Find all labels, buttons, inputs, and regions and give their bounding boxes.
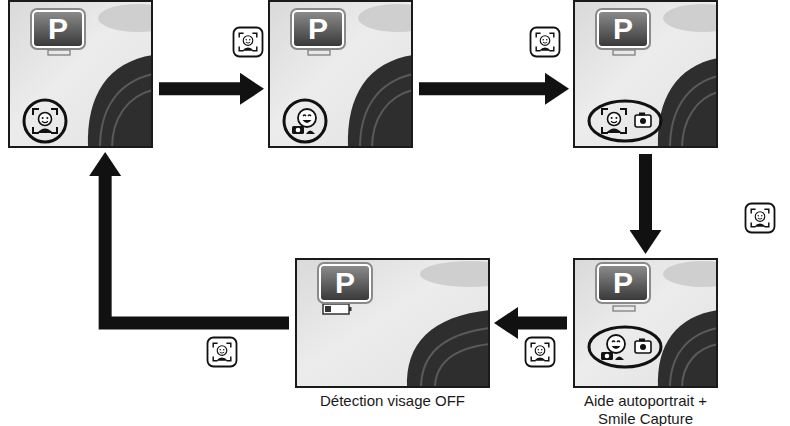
screen-frame: P: [295, 258, 490, 388]
flow-arrow: [105, 176, 289, 323]
smile-capture-icon: [601, 335, 625, 360]
flow-arrow: [639, 154, 652, 230]
face-detect-icon: [33, 109, 57, 133]
face-button-icon: [208, 338, 237, 367]
face-detect-icon: [602, 109, 626, 133]
mode-label: P: [597, 10, 649, 48]
screen-photo: [8, 0, 178, 148]
flow-arrow: [419, 82, 545, 95]
camera-screen: P: [573, 0, 718, 148]
face-button-icon: [746, 204, 775, 233]
mode-caption: Détection visage OFF: [293, 392, 493, 410]
flow-arrow: [159, 82, 240, 95]
screen-frame: P: [268, 0, 413, 148]
screen-photo: [573, 258, 743, 388]
mode-label: P: [292, 10, 344, 48]
screen-frame: P: [8, 0, 153, 148]
screen-photo: [573, 0, 743, 148]
screen-photo: [268, 0, 438, 148]
camera-screen: P: [8, 0, 153, 148]
mode-label: P: [32, 10, 84, 48]
screen-photo: [295, 258, 520, 388]
mode-caption: Aide autoportrait + Smile Capture: [571, 392, 721, 426]
face-button-icon: [234, 28, 263, 57]
flow-arrow: [518, 317, 567, 330]
battery-icon: [323, 304, 349, 314]
camera-screen: PAide autoportrait + Smile Capture: [573, 258, 718, 388]
screen-frame: P: [573, 0, 718, 148]
mode-label: P: [597, 264, 649, 302]
self-portrait-icon: [635, 339, 651, 354]
face-button-icon: [526, 338, 555, 367]
face-button-icon: [531, 28, 560, 57]
mode-label: P: [319, 264, 371, 302]
screen-frame: P: [573, 258, 718, 388]
camera-screen: PDétection visage OFF: [295, 258, 490, 388]
camera-screen: P: [268, 0, 413, 148]
self-portrait-icon: [635, 113, 651, 128]
smile-capture-icon: [292, 109, 316, 134]
